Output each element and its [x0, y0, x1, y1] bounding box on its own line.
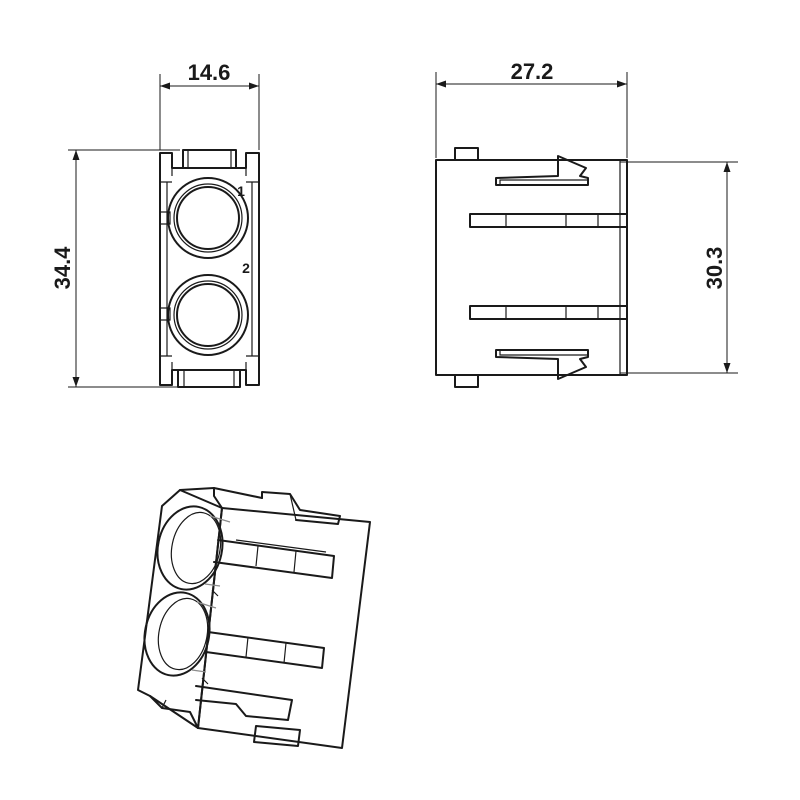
side-height-dimension: 30.3	[620, 161, 738, 374]
side-width-label: 27.2	[511, 59, 554, 84]
isometric-view	[137, 487, 371, 749]
front-height-dimension: 34.4	[50, 149, 180, 388]
contact-marker-1: 1	[237, 183, 245, 199]
front-body	[159, 149, 260, 388]
front-width-dimension: 14.6	[159, 60, 260, 150]
front-height-label: 34.4	[50, 246, 75, 290]
side-view: 27.2 30.3	[435, 59, 738, 388]
front-view: 14.6 34.4	[50, 60, 260, 388]
contact-cavity-1	[167, 177, 249, 259]
side-body	[435, 147, 628, 388]
front-width-label: 14.6	[188, 60, 231, 85]
side-width-dimension: 27.2	[435, 59, 628, 158]
contact-marker-2: 2	[242, 260, 250, 276]
contact-cavity-2	[167, 274, 249, 356]
side-height-label: 30.3	[702, 247, 727, 290]
